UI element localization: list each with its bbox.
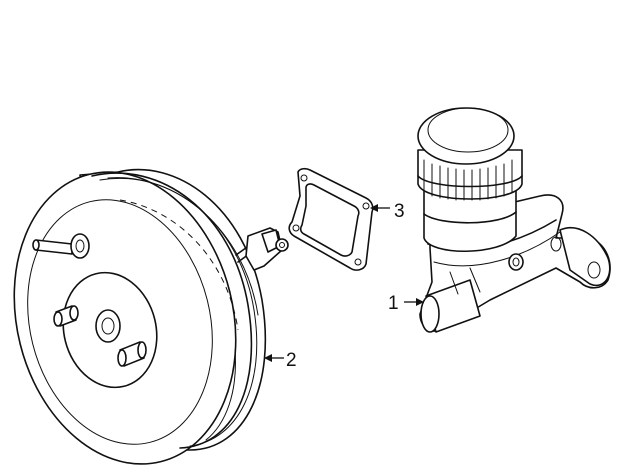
callout-3-label: 3 xyxy=(394,201,405,222)
master-cylinder xyxy=(417,107,611,333)
brake-booster xyxy=(13,168,289,465)
push-rod-clevis xyxy=(235,227,289,271)
callout-2: 2 xyxy=(264,350,297,371)
callout-1: 1 xyxy=(388,293,424,314)
callout-3: 3 xyxy=(370,201,405,222)
booster-stud-upper xyxy=(53,305,79,327)
callout-2-label: 2 xyxy=(286,350,297,371)
booster-stud-lower xyxy=(117,341,147,367)
vacuum-fitting xyxy=(32,233,90,259)
gasket xyxy=(288,167,374,271)
callout-1-label: 1 xyxy=(388,293,399,314)
cap-ribs xyxy=(417,159,523,201)
